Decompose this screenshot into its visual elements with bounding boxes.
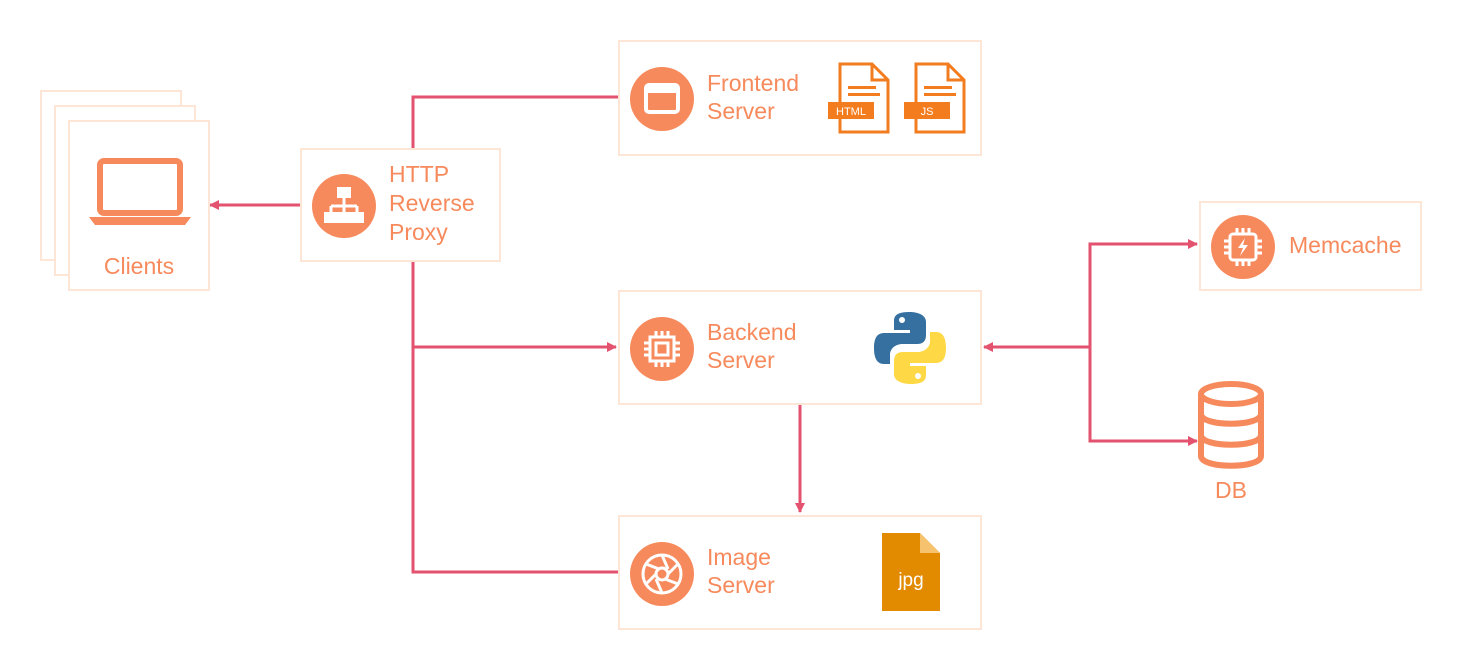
backend-label-line1: Backend <box>707 319 797 345</box>
jpg-file-tag: jpg <box>897 570 923 591</box>
memcache-node: Memcache <box>1199 201 1422 291</box>
lightning-chip-icon <box>1211 215 1275 279</box>
proxy-label-line1: HTTP <box>389 161 450 187</box>
python-logo-icon <box>874 312 946 384</box>
cpu-chip-icon <box>630 317 694 381</box>
jpg-file-icon: jpg <box>882 533 940 611</box>
html-file-tag: HTML <box>836 106 866 118</box>
backend-server-node: Backend Server <box>618 290 982 405</box>
backend-label-line2: Server <box>707 347 775 373</box>
frontend-server-node: Frontend Server HTML JS <box>618 40 982 156</box>
browser-window-icon <box>630 67 694 131</box>
camera-aperture-icon <box>630 542 694 606</box>
image-label-line1: Image <box>707 544 771 570</box>
html-file-icon: HTML <box>828 62 890 134</box>
proxy-label-line3: Proxy <box>389 219 448 245</box>
database-icon <box>1198 381 1264 469</box>
db-label: DB <box>1215 477 1247 503</box>
edge-proxy-to-frontend <box>411 95 618 150</box>
sitemap-icon <box>312 174 376 238</box>
js-file-tag: JS <box>921 106 934 118</box>
proxy-label-line2: Reverse <box>389 190 475 216</box>
frontend-label-line2: Server <box>707 98 775 124</box>
edge-hub-to-memcache <box>1088 239 1198 347</box>
proxy-node: HTTP Reverse Proxy <box>300 148 501 262</box>
js-file-icon: JS <box>904 62 966 134</box>
image-label-line2: Server <box>707 572 775 598</box>
clients-node: Clients <box>68 120 210 291</box>
frontend-label-line1: Frontend <box>707 70 800 96</box>
edge-hub-to-db <box>1088 347 1198 446</box>
memcache-label: Memcache <box>1289 232 1402 258</box>
clients-label: Clients <box>103 253 175 279</box>
edge-proxy-trunk <box>411 262 618 574</box>
image-server-node: Image Server jpg <box>618 515 982 630</box>
laptop-icon <box>89 158 191 225</box>
